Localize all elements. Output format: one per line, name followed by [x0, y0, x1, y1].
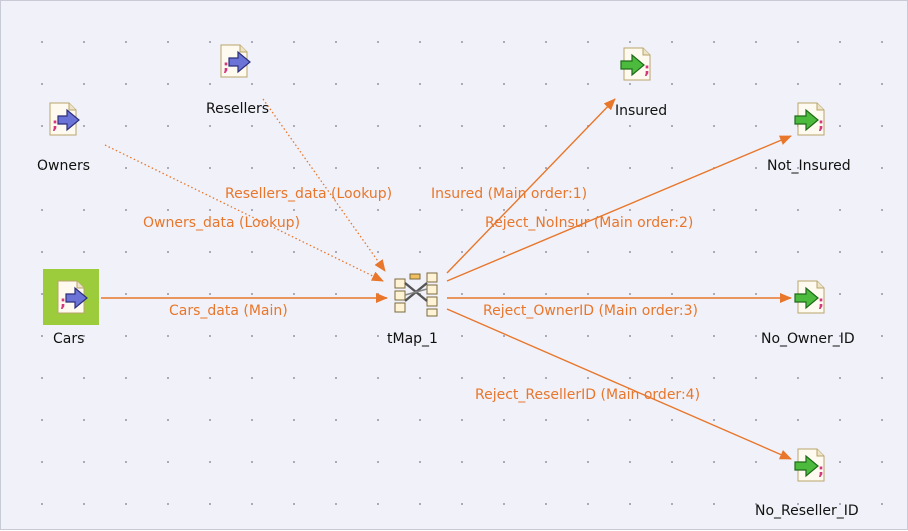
insured-node[interactable]: ;: [619, 46, 655, 82]
file-output-icon: ;: [794, 102, 825, 136]
edge-reject-noinsur[interactable]: [446, 135, 792, 282]
cars-label: Cars: [53, 331, 85, 347]
no-owner-id-node[interactable]: ;: [793, 279, 829, 315]
no-reseller-id-node[interactable]: ;: [793, 447, 829, 483]
file-input-icon: ;: [220, 44, 251, 78]
link-label-reject-resellerid[interactable]: Reject_ResellerID (Main order:4): [475, 387, 701, 403]
svg-text:;: ;: [818, 115, 824, 133]
insured-label: Insured: [615, 103, 668, 119]
link-label-reject-ownerid[interactable]: Reject_OwnerID (Main order:3): [483, 303, 698, 319]
link-label-cars-data[interactable]: Cars_data (Main): [169, 303, 288, 319]
edge-reject-resellerid[interactable]: [446, 308, 792, 460]
link-label-insured[interactable]: Insured (Main order:1): [431, 186, 588, 202]
link-label-owners-data[interactable]: Owners_data (Lookup): [143, 215, 301, 231]
no-reseller-id-label: No_Reseller_ID: [755, 503, 859, 519]
resellers-node[interactable]: ;: [216, 43, 252, 79]
file-output-icon: ;: [794, 280, 825, 314]
edge-owners-lookup[interactable]: [104, 144, 384, 282]
owners-label: Owners: [37, 158, 91, 174]
not-insured-label: Not_Insured: [767, 158, 851, 174]
no-owner-id-label: No_Owner_ID: [761, 331, 855, 347]
svg-text:;: ;: [818, 461, 824, 479]
file-output-icon: ;: [794, 448, 825, 482]
link-label-resellers-data[interactable]: Resellers_data (Lookup): [225, 186, 393, 202]
not-insured-node[interactable]: ;: [793, 101, 829, 137]
edge-resellers-lookup[interactable]: [262, 98, 386, 272]
link-label-reject-noinsur[interactable]: Reject_NoInsur (Main order:2): [485, 215, 694, 231]
file-output-icon: ;: [620, 47, 651, 81]
cars-node[interactable]: ;: [43, 269, 99, 325]
tmap-label: tMap_1: [387, 331, 438, 347]
svg-text:;: ;: [644, 60, 650, 78]
tmap-node[interactable]: [391, 271, 441, 317]
edge-insured[interactable]: [446, 98, 616, 274]
file-input-icon: ;: [57, 280, 88, 314]
svg-text:;: ;: [818, 293, 824, 311]
svg-text:;: ;: [60, 293, 66, 311]
owners-node[interactable]: ;: [45, 101, 81, 137]
svg-text:;: ;: [52, 115, 58, 133]
tmap-icon: [394, 272, 438, 317]
resellers-label: Resellers: [206, 101, 270, 117]
svg-text:;: ;: [223, 57, 229, 75]
file-input-icon: ;: [49, 102, 80, 136]
